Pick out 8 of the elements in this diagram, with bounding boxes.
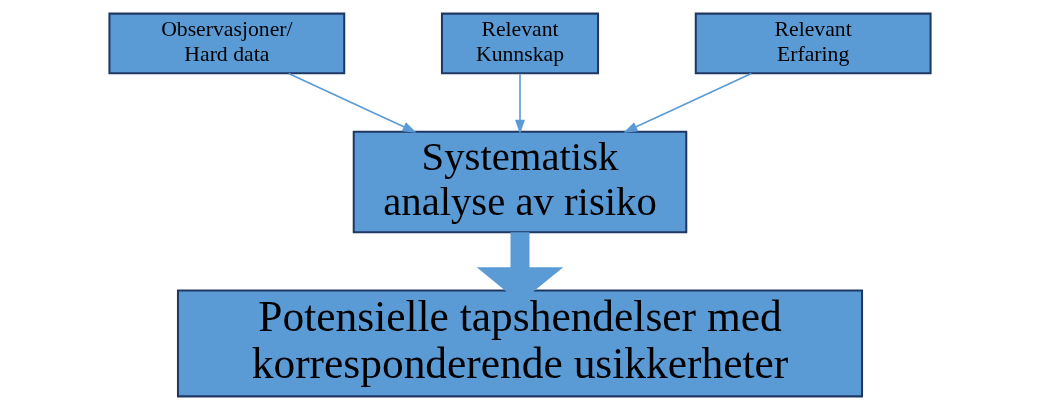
arrow [623,72,753,133]
arrow [515,72,525,134]
node-box: Observasjoner/ Hard data [108,12,346,75]
node-box: Systematisk analyse av risiko [352,130,688,234]
arrow [287,72,417,133]
node-box: Relevant Kunnskap [440,12,600,75]
node-box: Relevant Erfaring [694,12,932,75]
node-box: Potensielle tapshendelser med korresponderende usikkerheter [176,289,864,398]
